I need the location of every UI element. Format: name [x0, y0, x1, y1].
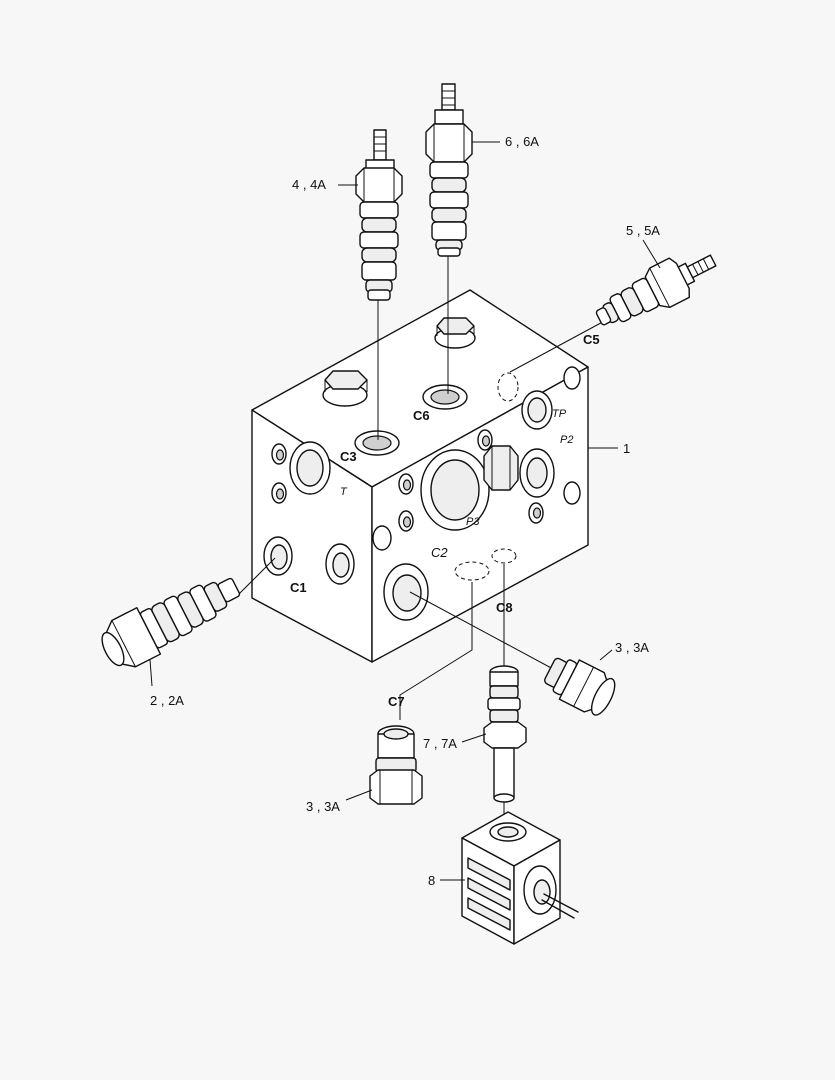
port-c5-hidden	[497, 372, 519, 402]
face-label-tp: TP	[552, 408, 567, 420]
plug-3-bottom	[369, 582, 473, 805]
callout-2: 2 , 2A	[150, 693, 184, 708]
cartridge-valve-5	[509, 254, 717, 373]
face-label-t: T	[340, 486, 348, 498]
leader-7	[461, 733, 487, 743]
side-hex-plug	[483, 445, 519, 491]
top-hex-plug-1	[322, 370, 368, 407]
port-label-c7: C7	[388, 694, 405, 709]
callout-3-bottom: 3 , 3A	[306, 799, 340, 814]
cartridge-valve-2	[101, 557, 276, 668]
callout-3-right: 3 , 3A	[615, 640, 649, 655]
leader-5	[642, 239, 661, 269]
port-label-c5: C5	[583, 332, 600, 347]
cartridge-valve-6	[425, 83, 473, 394]
plug-3-right	[409, 591, 616, 716]
left-face-ports	[263, 441, 355, 585]
port-label-c6: C6	[413, 408, 430, 423]
right-face-ports	[372, 366, 581, 621]
callout-8: 8	[428, 873, 435, 888]
callout-6: 6 , 6A	[505, 134, 539, 149]
port-c7-hidden	[454, 561, 490, 581]
callout-7: 7 , 7A	[423, 736, 457, 751]
cartridge-valve-4	[355, 129, 403, 440]
port-label-c3: C3	[340, 449, 357, 464]
port-c3-opening	[354, 430, 400, 456]
port-c8-hidden	[491, 548, 517, 564]
callout-1: 1	[623, 441, 630, 456]
callout-5: 5 , 5A	[626, 223, 660, 238]
solenoid-coil-8	[461, 811, 579, 945]
manifold-block	[251, 289, 589, 663]
leader-2	[149, 659, 153, 687]
port-label-c1: C1	[290, 580, 307, 595]
solenoid-cartridge-7	[483, 564, 527, 826]
face-label-p2: P2	[560, 434, 573, 446]
port-c6-opening	[422, 384, 468, 410]
leader-3b	[345, 789, 373, 801]
face-label-c2: C2	[431, 545, 448, 560]
port-label-c8: C8	[496, 600, 513, 615]
face-label-p3: P3	[466, 516, 480, 528]
callout-4: 4 , 4A	[292, 177, 326, 192]
top-hex-plug-2	[434, 317, 476, 349]
leader-3a	[599, 649, 613, 661]
